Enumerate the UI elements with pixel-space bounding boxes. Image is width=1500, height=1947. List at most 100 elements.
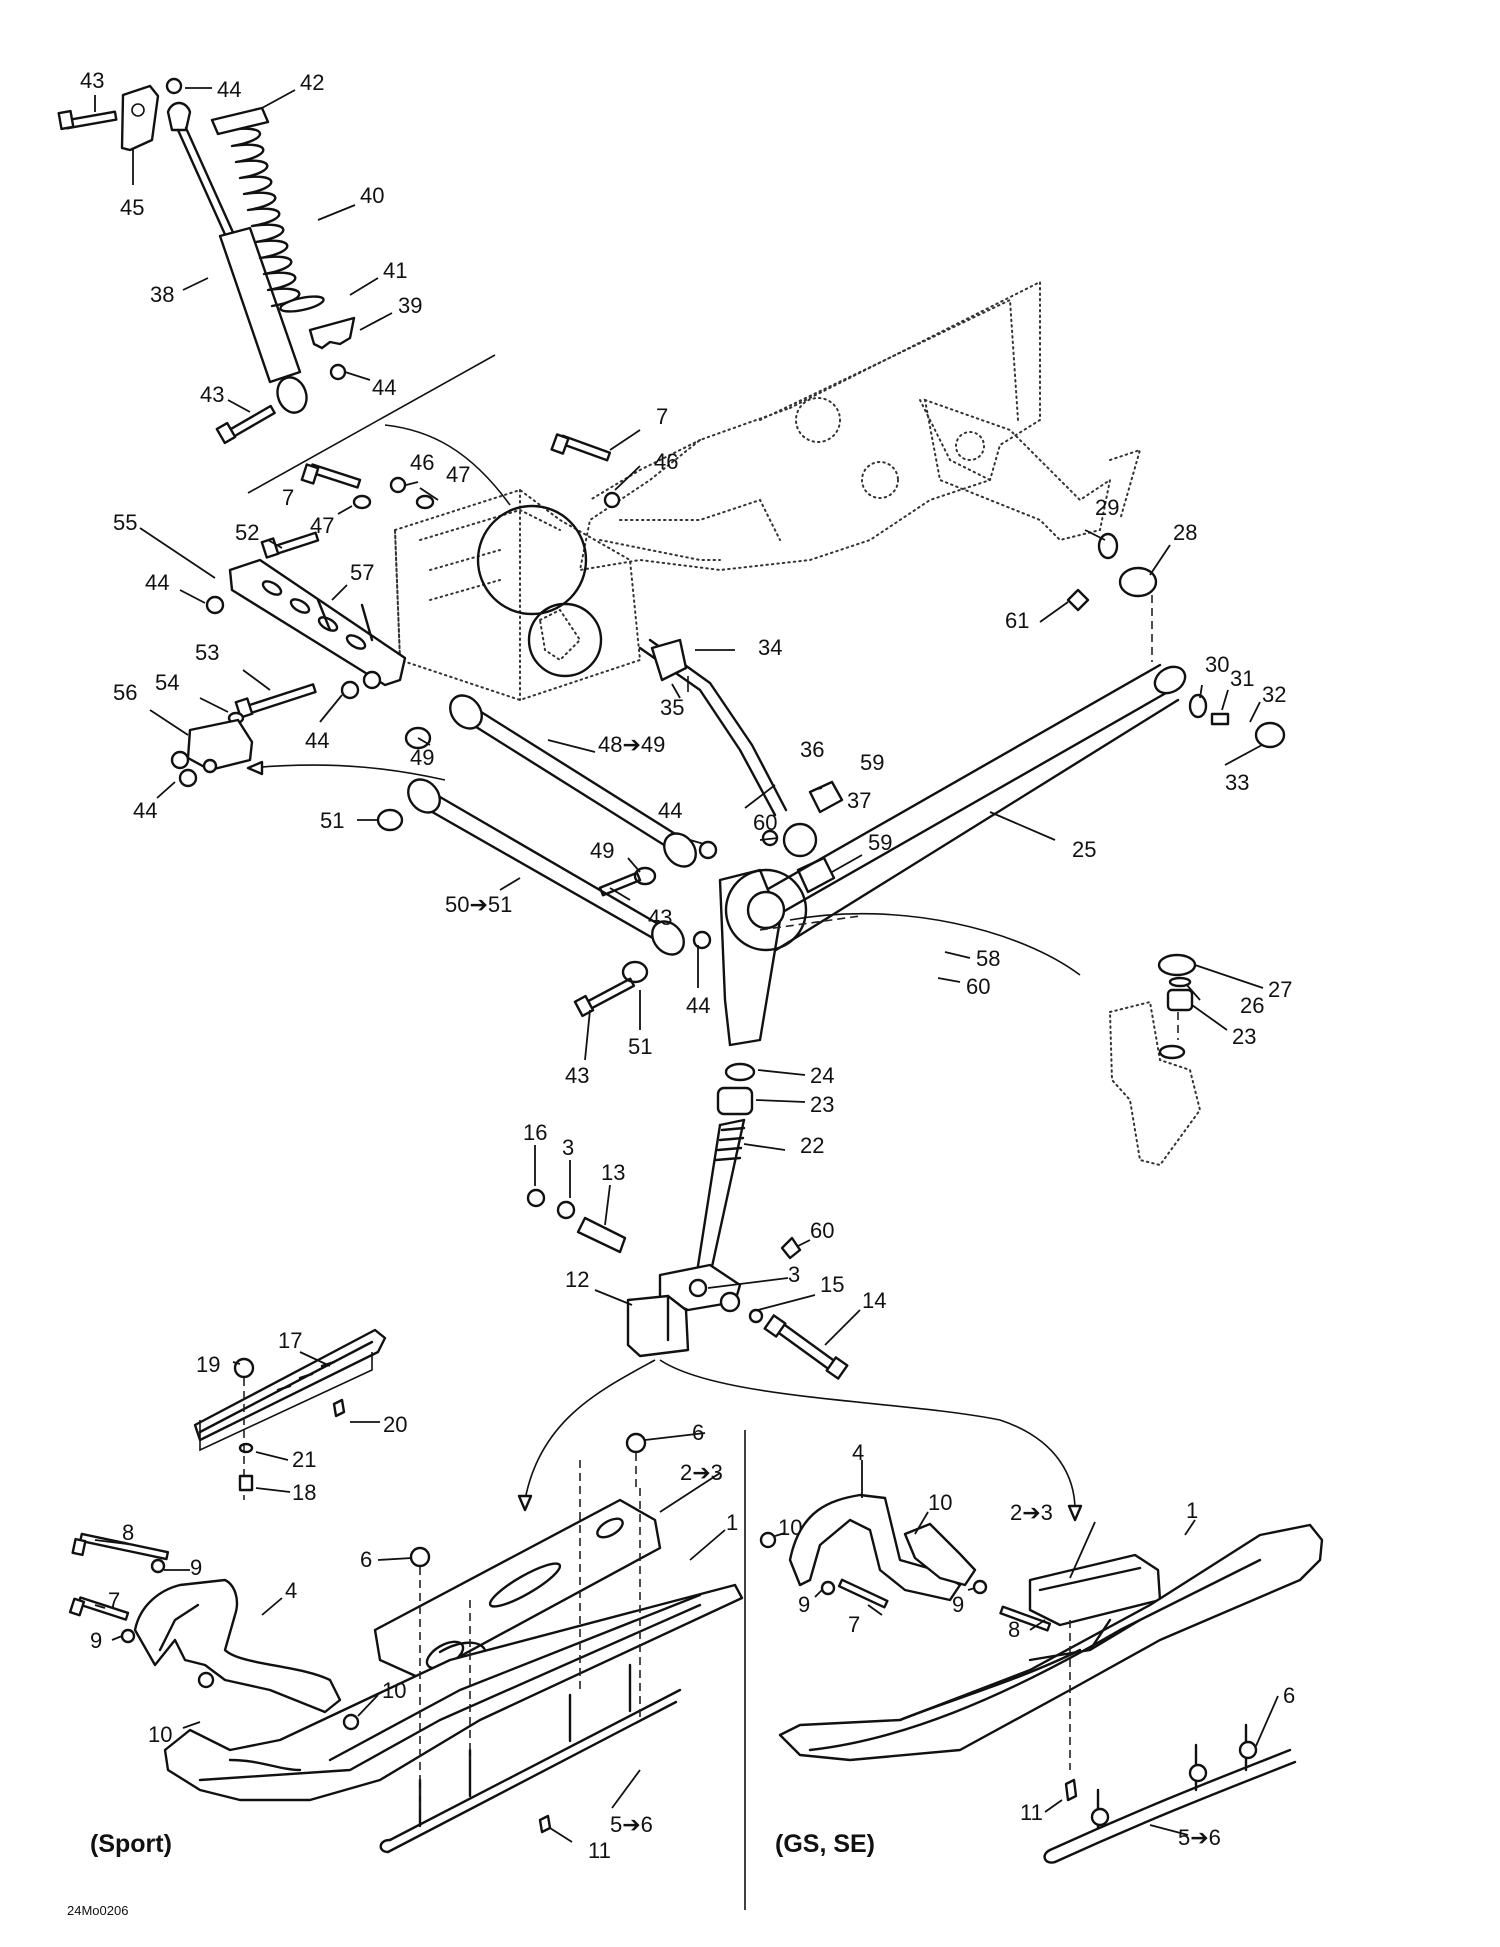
callout-29: 29 [1095, 495, 1119, 520]
callout-28: 28 [1173, 520, 1197, 545]
callout-44: 44 [305, 728, 329, 753]
callout-50-51: 50➔51 [445, 892, 512, 917]
callout-43: 43 [200, 382, 224, 407]
callout-44: 44 [133, 798, 157, 823]
callout-51: 51 [320, 808, 344, 833]
callout-22: 22 [800, 1133, 824, 1158]
front-arm-brackets [170, 531, 446, 788]
callout-56: 56 [113, 680, 137, 705]
callout-9: 9 [798, 1592, 810, 1617]
callout-34: 34 [758, 635, 782, 660]
callout-2-3: 2➔3 [680, 1460, 723, 1485]
callout-49: 49 [590, 838, 614, 863]
callout-labels: 43 44 42 45 40 38 41 39 43 44 7 46 46 47… [80, 68, 1295, 1863]
callout-44: 44 [686, 993, 710, 1018]
frame-bolts [300, 433, 621, 510]
callout-10: 10 [382, 1678, 406, 1703]
callout-11: 11 [588, 1838, 611, 1863]
callout-60: 60 [810, 1218, 834, 1243]
callout-32: 32 [1262, 682, 1286, 707]
callout-6: 6 [360, 1547, 372, 1572]
callout-57: 57 [350, 560, 374, 585]
callout-39: 39 [398, 293, 422, 318]
callout-7: 7 [848, 1612, 860, 1637]
callout-6: 6 [1283, 1683, 1295, 1708]
shock-absorber-assembly [57, 77, 356, 445]
callout-52: 52 [235, 520, 259, 545]
callout-15: 15 [820, 1272, 844, 1297]
callout-51: 51 [628, 1034, 652, 1059]
callout-3: 3 [562, 1135, 574, 1160]
callout-4: 4 [285, 1578, 297, 1603]
callout-36: 36 [800, 737, 824, 762]
gs-se-ski [744, 1430, 1324, 1910]
callout-11: 11 [1020, 1800, 1043, 1825]
callout-42: 42 [300, 70, 324, 95]
callout-43: 43 [648, 905, 672, 930]
sport-ski [68, 1432, 744, 1854]
callout-41: 41 [383, 258, 407, 283]
callout-59: 59 [860, 750, 884, 775]
callout-43: 43 [565, 1063, 589, 1088]
ski-runner-detail [193, 1328, 387, 1500]
callout-25: 25 [1072, 837, 1096, 862]
callout-61: 61 [1005, 608, 1029, 633]
callout-30: 30 [1205, 652, 1229, 677]
callout-9: 9 [90, 1628, 102, 1653]
callout-54: 54 [155, 670, 179, 695]
callout-53: 53 [195, 640, 219, 665]
callout-5-6: 5➔6 [610, 1812, 653, 1837]
callout-48-49: 48➔49 [598, 732, 665, 757]
callout-16: 16 [523, 1120, 547, 1145]
callout-23: 23 [810, 1092, 834, 1117]
callout-7: 7 [282, 485, 294, 510]
callout-7: 7 [108, 1588, 120, 1613]
callout-44: 44 [217, 77, 241, 102]
callout-14: 14 [862, 1288, 886, 1313]
callout-46: 46 [410, 450, 434, 475]
callout-13: 13 [601, 1160, 625, 1185]
callout-10: 10 [928, 1490, 952, 1515]
callout-12: 12 [565, 1267, 589, 1292]
callout-45: 45 [120, 195, 144, 220]
callout-40: 40 [360, 183, 384, 208]
callout-21: 21 [292, 1447, 316, 1472]
callout-1: 1 [726, 1510, 738, 1535]
callout-33: 33 [1225, 770, 1249, 795]
callout-44: 44 [145, 570, 169, 595]
callout-8: 8 [1008, 1617, 1020, 1642]
callout-55: 55 [113, 510, 137, 535]
callout-49: 49 [410, 745, 434, 770]
callout-1: 1 [1186, 1498, 1198, 1523]
callout-60: 60 [966, 974, 990, 999]
callout-9: 9 [952, 1592, 964, 1617]
detail-knuckle [1108, 953, 1202, 1167]
callout-37: 37 [847, 788, 871, 813]
callout-23: 23 [1232, 1024, 1256, 1049]
callout-35: 35 [660, 695, 684, 720]
callout-4: 4 [852, 1440, 864, 1465]
callout-10: 10 [778, 1515, 802, 1540]
callout-59: 59 [868, 830, 892, 855]
callout-10: 10 [148, 1722, 172, 1747]
leader-lines [94, 87, 1279, 1843]
callout-3: 3 [788, 1262, 800, 1287]
section-label-sport: (Sport) [90, 1830, 172, 1858]
drawing-code: 24Mo0206 [67, 1903, 128, 1918]
callout-58: 58 [976, 946, 1000, 971]
callout-7: 7 [656, 404, 668, 429]
callout-46: 46 [654, 449, 678, 474]
anti-sway-bar [638, 638, 844, 894]
callout-47: 47 [310, 513, 334, 538]
callout-19: 19 [196, 1352, 220, 1377]
callout-38: 38 [150, 282, 174, 307]
section-label-gs-se: (GS, SE) [775, 1830, 875, 1858]
callout-9: 9 [190, 1555, 202, 1580]
callout-27: 27 [1268, 977, 1292, 1002]
callout-26: 26 [1240, 993, 1264, 1018]
callout-31: 31 [1230, 666, 1254, 691]
vehicle-frame [247, 280, 1142, 702]
spindle-assembly [517, 1062, 1083, 1522]
callout-5-6: 5➔6 [1178, 1825, 1221, 1850]
